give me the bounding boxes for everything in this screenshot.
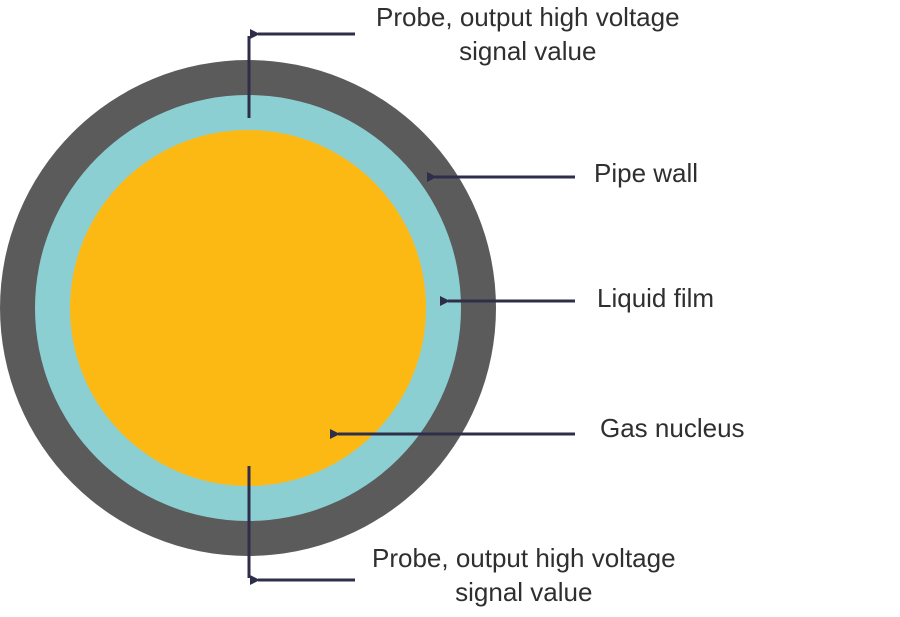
probe-bottom-label-line1: Probe, output high voltage — [372, 543, 676, 573]
probe-bottom-label-line2: signal value — [455, 577, 593, 607]
pipe-wall-label: Pipe wall — [594, 158, 699, 188]
gas-nucleus-core — [70, 130, 426, 486]
probe-top-label-line2: signal value — [459, 36, 597, 66]
liquid-film-label: Liquid film — [597, 283, 715, 313]
gas-nucleus-label: Gas nucleus — [600, 413, 745, 443]
probe-top-label-line1: Probe, output high voltage — [376, 2, 680, 32]
probe-bottom-label: Probe, output high voltage signal value — [372, 541, 676, 609]
probe-top-label: Probe, output high voltage signal value — [376, 0, 680, 68]
